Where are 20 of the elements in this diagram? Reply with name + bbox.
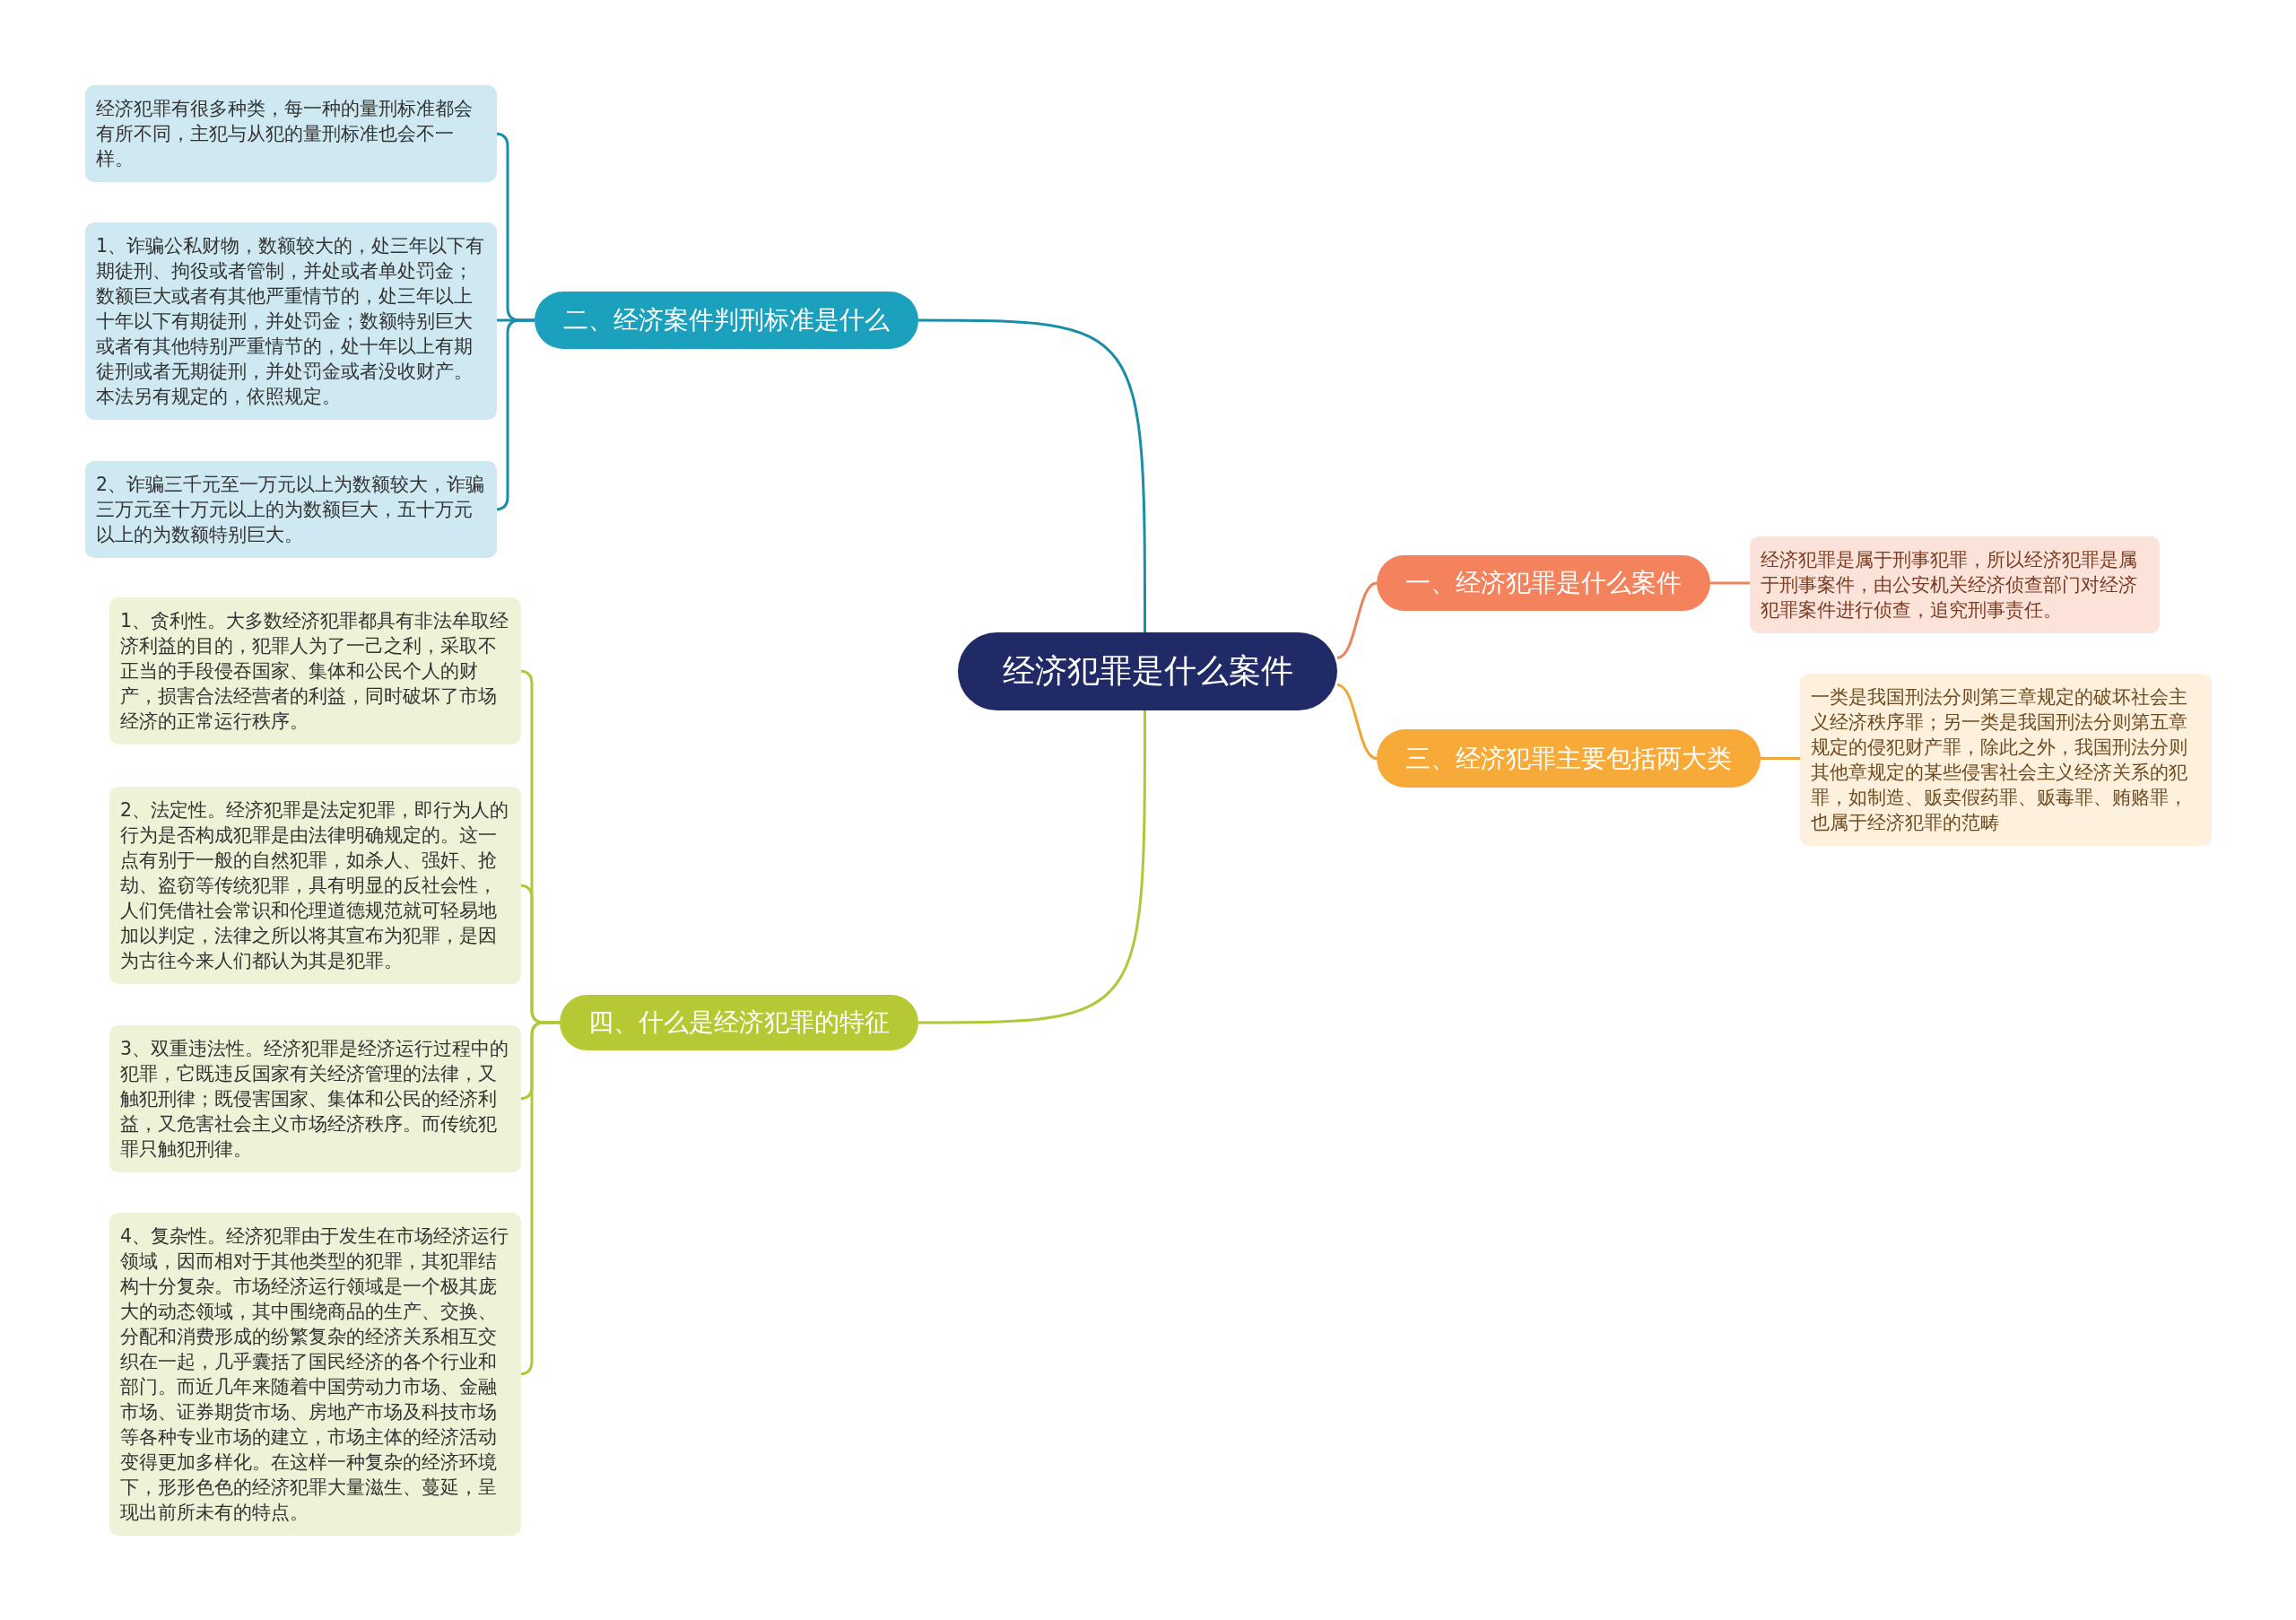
note-box: 1、诈骗公私财物，数额较大的，处三年以下有期徒刑、拘役或者管制，并处或者单处罚金；数额巨大或者有其他严重情节的，处三年以上十年以下有期徒刑，并处罚金；数额特别巨大或者有其他特别严重情节的，处十年以上有期徒刑或者无期徒刑，并处罚金或者没收财产。本法另有规定的，依照规定。: [85, 222, 497, 420]
topic-box: 经济犯罪是什么案件: [958, 632, 1337, 710]
note-box: 1、贪利性。大多数经济犯罪都具有非法牟取经济利益的目的，犯罪人为了一己之利，采取不正当的手段侵吞国家、集体和公民个人的财产，损害合法经营者的利益，同时破坏了市场经济的正常运行秩序。: [109, 597, 521, 745]
note-box: 3、双重违法性。经济犯罪是经济运行过程中的犯罪，它既违反国家有关经济管理的法律，又触犯刑律；既侵害国家、集体和公民的经济利益，又危害社会主义市场经济秩序。而传统犯罪只触犯刑律。: [109, 1025, 521, 1172]
connector-line: [1336, 581, 1378, 659]
connector-line: [918, 710, 1146, 1024]
branch-box: 一、经济犯罪是什么案件: [1377, 555, 1710, 611]
branch-box: 二、经济案件判刑标准是什么: [535, 292, 918, 349]
branch-box: 三、经济犯罪主要包括两大类: [1377, 729, 1761, 788]
connector-line: [1710, 581, 1750, 585]
note-box: 经济犯罪有很多种类，每一种的量刑标准都会有所不同，主犯与从犯的量刑标准也会不一样。: [85, 85, 497, 182]
note-box: 经济犯罪是属于刑事犯罪，所以经济犯罪是属于刑事案件，由公安机关经济侦查部门对经济犯罪案件进行侦查，追究刑事责任。: [1750, 536, 2160, 633]
note-box: 2、法定性。经济犯罪是法定犯罪，即行为人的行为是否构成犯罪是由法律明确规定的。这一点有别于一般的自然犯罪，如杀人、强奸、抢劫、盗窃等传统犯罪，具有明显的反社会性，人们凭借社会常识和伦理道德规范就可轻易地加以判定，法律之所以将其宣布为犯罪，是因为古往今来人们都认为其是犯罪。: [109, 787, 521, 984]
connector-line: [918, 318, 1146, 632]
connector-line: [1336, 684, 1378, 760]
note-box: 一类是我国刑法分则第三章规定的破坏社会主义经济秩序罪；另一类是我国刑法分则第五章规定的侵犯财产罪，除此之外，我国刑法分则其他章规定的某些侵害社会主义经济关系的犯罪，如制造、贩卖假药罪、贩毒罪、贿赂罪，也属于经济犯罪的范畴: [1800, 674, 2212, 846]
branch-box: 四、什么是经济犯罪的特征: [560, 995, 918, 1050]
note-box: 2、诈骗三千元至一万元以上为数额较大，诈骗三万元至十万元以上的为数额巨大，五十万元以上的为数额特别巨大。: [85, 461, 497, 558]
note-box: 4、复杂性。经济犯罪由于发生在市场经济运行领域，因而相对于其他类型的犯罪，其犯罪结构十分复杂。市场经济运行领域是一个极其庞大的动态领域，其中围绕商品的生产、交换、分配和消费形成的纷繁复杂的经济关系相互交织在一起，几乎囊括了国民经济的各个行业和部门。而近几年来随着中国劳动力市场、金融市场、证券期货市场、房地产市场及科技市场等各种专业市场的建立，市场主体的经济活动变得更加多样化。在这样一种复杂的经济环境下，形形色色的经济犯罪大量滋生、蔓延，呈现出前所未有的特点。: [109, 1213, 521, 1536]
connector-line: [1761, 757, 1800, 760]
